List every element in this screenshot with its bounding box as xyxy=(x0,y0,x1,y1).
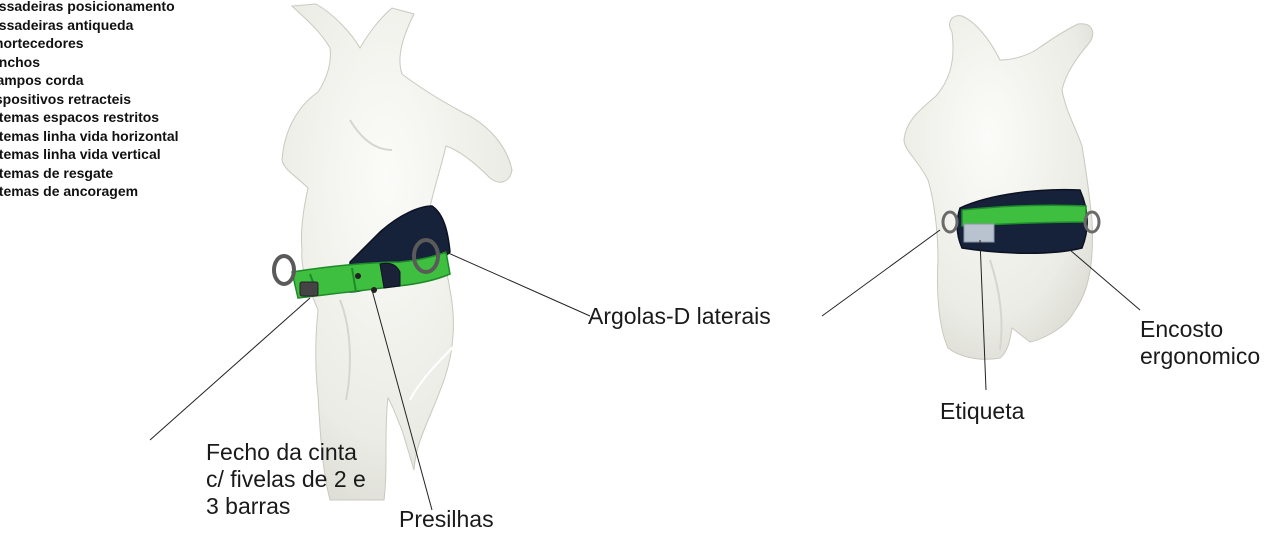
back-mannequin xyxy=(904,16,1093,360)
leader-fecho xyxy=(150,298,310,440)
leader-argolas-back xyxy=(822,230,940,316)
label-encosto: Encosto ergonomico xyxy=(1140,316,1260,370)
label-presilhas: Presilhas xyxy=(399,506,494,533)
label-patch xyxy=(964,224,994,242)
leader-argolas-front xyxy=(446,252,590,316)
label-fecho: Fecho da cinta c/ fivelas de 2 e 3 barra… xyxy=(206,439,376,520)
label-encosto-line2: ergonomico xyxy=(1140,343,1260,370)
label-encosto-line1: Encosto xyxy=(1140,316,1260,343)
label-etiqueta: Etiqueta xyxy=(940,398,1024,425)
label-argolas: Argolas-D laterais xyxy=(588,303,771,330)
